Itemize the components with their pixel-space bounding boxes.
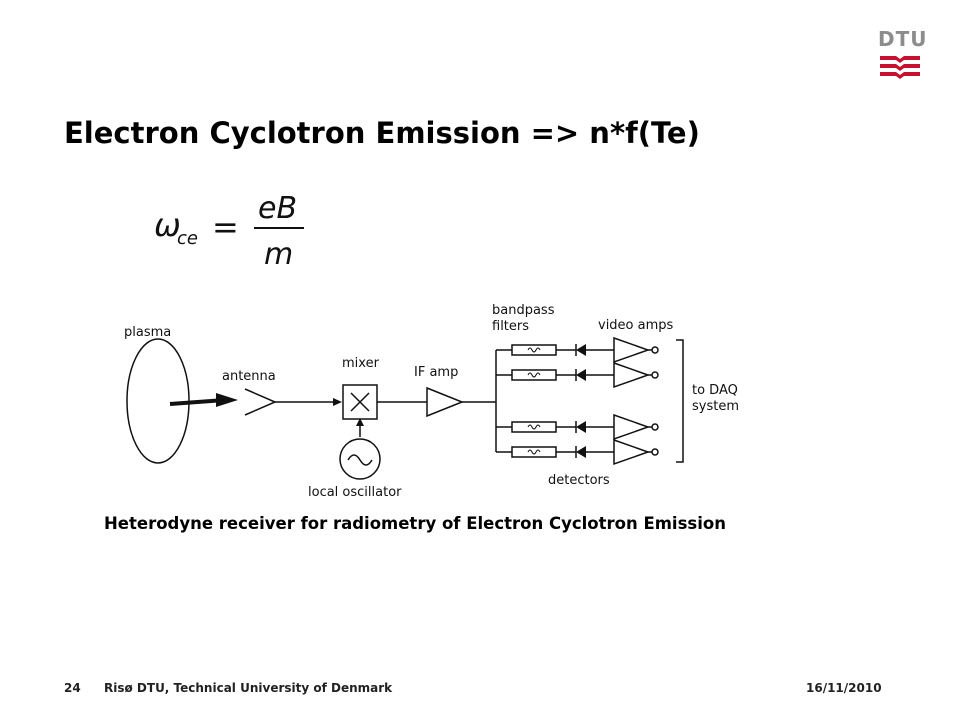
footer-page-number: 24 [64, 681, 81, 695]
dtu-logo-text: DTU [878, 27, 928, 51]
antenna-icon [244, 388, 277, 416]
output-terminal [651, 423, 659, 431]
detector-diode-icon [576, 421, 586, 433]
video-amp-icon [613, 336, 651, 364]
plasma-ellipse [126, 338, 190, 464]
label-if-amp: IF amp [414, 365, 458, 380]
label-video-amps: video amps [598, 318, 674, 333]
label-to-daq: to DAQ [692, 383, 738, 398]
detector-diode-icon [576, 344, 586, 356]
dtu-logo-mark-icon [880, 56, 920, 79]
output-terminal [651, 371, 659, 379]
formula-subscript: ce [177, 228, 198, 249]
slide-title: Electron Cyclotron Emission => n*f(Te) [64, 116, 700, 150]
video-amp-icon [613, 438, 651, 466]
formula-omega: ω [154, 206, 181, 244]
bandpass-filter-icon [511, 344, 557, 356]
emission-arrow-shaft [169, 398, 226, 406]
dtu-logo: DTU [878, 27, 928, 88]
local-oscillator-icon [339, 438, 381, 480]
output-terminal [651, 346, 659, 354]
formula-numerator: eB [258, 191, 297, 226]
formula-equals: = [212, 208, 239, 246]
detector-diode-icon [576, 446, 586, 458]
formula-denominator: m [264, 237, 293, 272]
emission-arrowhead [216, 393, 238, 407]
label-antenna: antenna [222, 369, 276, 384]
label-system: system [692, 399, 739, 414]
label-filters: filters [492, 319, 529, 334]
channel-4 [496, 438, 659, 466]
if-amp-icon [426, 386, 465, 418]
bandpass-filter-icon [511, 421, 557, 433]
detector-diode-icon [576, 369, 586, 381]
diagram-caption: Heterodyne receiver for radiometry of El… [104, 514, 726, 533]
video-amp-icon [613, 361, 651, 389]
footer-date: 16/11/2010 [806, 681, 882, 695]
footer-institution: Risø DTU, Technical University of Denmar… [104, 681, 393, 695]
label-mixer: mixer [342, 356, 380, 371]
heterodyne-receiver-diagram: plasma antenna mixer IF amp bandpass fil… [124, 303, 739, 500]
video-amp-icon [613, 413, 651, 441]
label-plasma: plasma [124, 325, 171, 340]
output-terminal [651, 448, 659, 456]
channel-2 [496, 361, 659, 389]
bandpass-filter-icon [511, 369, 557, 381]
channel-3 [496, 413, 659, 441]
label-bandpass: bandpass [492, 303, 555, 318]
daq-bracket [676, 339, 684, 463]
channel-1 [496, 336, 659, 364]
label-local-oscillator: local oscillator [308, 485, 402, 500]
bandpass-filter-icon [511, 446, 557, 458]
label-detectors: detectors [548, 473, 610, 488]
cyclotron-frequency-formula: ω ce = eB m [154, 191, 304, 272]
